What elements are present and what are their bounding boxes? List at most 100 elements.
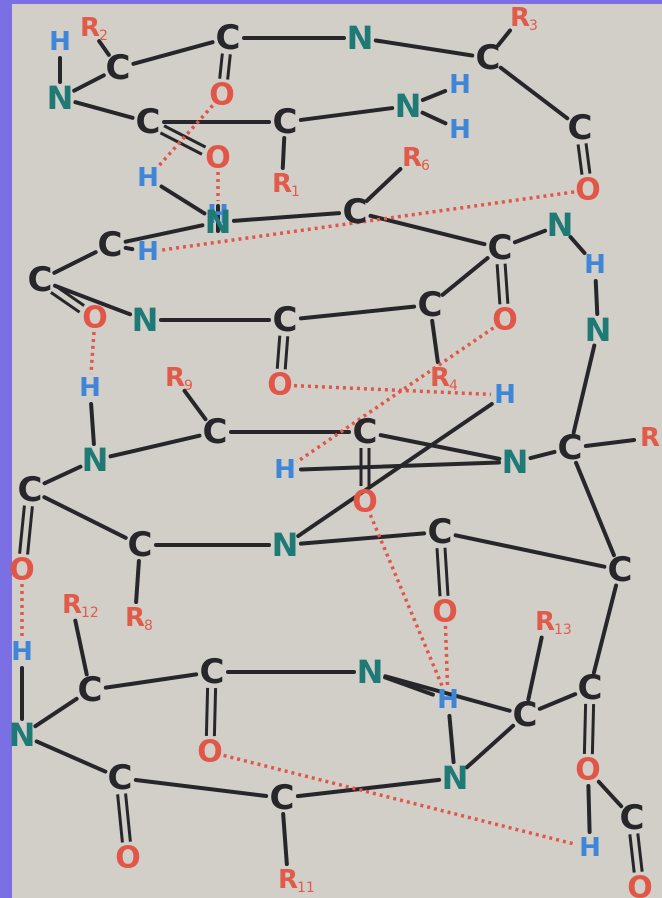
single-bond-line	[373, 38, 475, 58]
double-bond-line	[636, 833, 644, 872]
atom-label-c: C	[476, 38, 501, 78]
atom-label-h: H	[207, 200, 229, 230]
single-bond-line	[42, 464, 83, 486]
double-bond-line	[163, 124, 207, 149]
atom-label-c: C	[273, 300, 298, 340]
atom-label-n: N	[132, 301, 159, 339]
atom-label-c: C	[106, 48, 131, 88]
single-bond-line	[593, 278, 600, 317]
single-bond-line	[364, 167, 403, 203]
single-bond-line	[159, 184, 207, 216]
double-bond-line	[204, 687, 210, 736]
single-bond-line	[453, 533, 607, 569]
hydrogen-bond-dotted	[293, 383, 492, 397]
atom-label-h: H	[79, 373, 101, 403]
single-bond-line	[586, 783, 592, 835]
atom-label-h: H	[437, 685, 459, 715]
single-bond-line	[383, 674, 512, 713]
single-bond-line	[72, 73, 106, 93]
atom-label-n: N	[357, 653, 384, 691]
atom-label-c: C	[343, 192, 368, 232]
atom-label-n: N	[82, 441, 109, 479]
double-bond-line	[435, 548, 442, 597]
atom-label-r: R	[62, 590, 82, 620]
atom-label-n: N	[47, 79, 74, 117]
hydrogen-bond-layer	[20, 104, 577, 847]
single-bond-line	[281, 811, 289, 867]
single-bond-line	[447, 713, 456, 765]
atom-label-r: R	[80, 13, 100, 43]
atom-label-c: C	[18, 470, 43, 510]
atom-label-c: C	[578, 668, 603, 708]
atom-label-n: N	[442, 759, 469, 797]
atom-label-c: C	[513, 695, 538, 735]
double-bond-line	[590, 704, 596, 755]
single-bond-line	[34, 739, 108, 774]
atom-label-c: C	[78, 670, 103, 710]
double-bond-line	[576, 144, 584, 175]
double-bond-line	[124, 793, 132, 842]
single-bond-line	[33, 696, 79, 729]
single-bond-line	[280, 135, 287, 171]
atom-label-n: N	[502, 443, 529, 481]
double-bond-line	[584, 143, 592, 174]
double-bond-line	[212, 688, 218, 737]
atom-label-o: O	[575, 173, 601, 208]
single-bond-line	[73, 618, 89, 677]
atom-label-h: H	[584, 250, 606, 280]
double-bond-line	[275, 335, 282, 369]
atom-label-o: O	[9, 553, 35, 588]
single-bond-line	[368, 213, 487, 247]
single-bond-line	[89, 401, 96, 447]
single-bond-line	[574, 460, 616, 558]
atom-label-o: O	[209, 78, 235, 113]
single-bond-line	[73, 100, 135, 120]
hydrogen-bond-dotted	[368, 514, 445, 688]
single-bond-line	[464, 723, 516, 770]
single-bond-line	[298, 304, 417, 321]
double-bond-line	[582, 703, 588, 754]
atom-label-c: C	[216, 18, 241, 58]
r-group-subscript: 6	[421, 158, 430, 174]
atom-label-c: C	[428, 512, 453, 552]
atom-label-r: R	[535, 607, 555, 637]
single-bond-line	[42, 495, 128, 540]
double-bond-line	[443, 547, 450, 596]
atom-label-n: N	[547, 206, 574, 244]
atom-label-h: H	[437, 685, 459, 715]
hydrogen-bond-dotted	[223, 753, 577, 847]
atom-label-o: O	[575, 753, 601, 788]
atom-label-c: C	[620, 798, 645, 838]
atom-label-o: O	[197, 735, 223, 770]
single-bond-line	[528, 449, 557, 461]
atom-label-c: C	[98, 225, 123, 265]
atom-label-n: N	[9, 716, 36, 754]
double-bond-line	[226, 54, 232, 80]
atom-label-r: R	[272, 169, 292, 199]
single-bond-line	[498, 65, 570, 121]
single-bond-line	[231, 211, 342, 223]
atom-label-n: N	[272, 526, 299, 564]
double-bond-line	[26, 506, 34, 555]
single-bond-line	[133, 777, 269, 799]
atom-label-c: C	[108, 758, 133, 798]
atom-label-o: O	[205, 141, 231, 176]
atom-label-r: R	[510, 3, 530, 33]
bond-layer	[18, 28, 644, 873]
atom-label-o: O	[82, 301, 108, 336]
single-bond-line	[568, 235, 587, 255]
r-group-subscript: 1	[291, 184, 300, 200]
r-group-subscript: 8	[144, 618, 153, 634]
atom-label-h: H	[274, 455, 296, 485]
atom-label-n: N	[395, 87, 422, 125]
single-bond-line	[182, 388, 208, 422]
single-bond-line	[591, 583, 619, 675]
single-bond-line	[52, 250, 98, 275]
atom-label-h: H	[137, 237, 159, 267]
atom-label-o: O	[627, 871, 653, 898]
r-group-subscript: 12	[81, 605, 99, 621]
double-bond-line	[159, 131, 203, 156]
single-bond-line	[583, 437, 637, 449]
